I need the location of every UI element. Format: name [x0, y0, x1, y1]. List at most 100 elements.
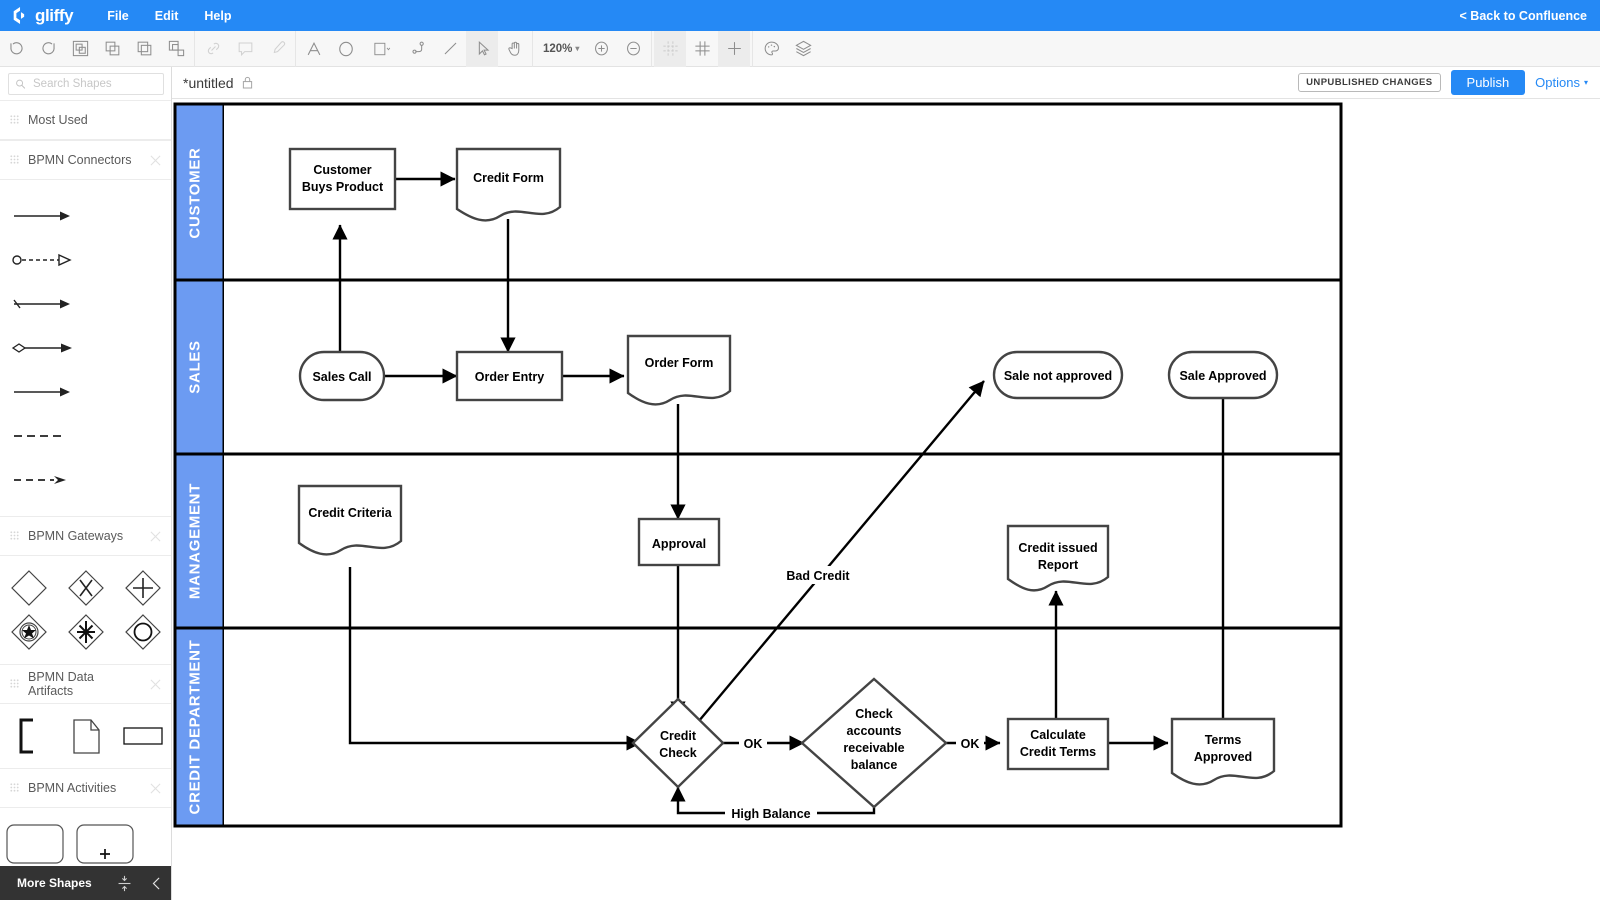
lane-header-management[interactable]: MANAGEMENT [176, 455, 223, 627]
main-menu: File Edit Help [107, 9, 231, 23]
options-dropdown[interactable]: Options ▾ [1535, 75, 1588, 90]
search-shapes-row [0, 67, 171, 100]
close-icon[interactable] [150, 155, 161, 166]
text-icon[interactable] [298, 31, 330, 67]
comment-icon[interactable] [229, 31, 261, 67]
section-header-bpmn-data-artifacts[interactable]: BPMN Data Artifacts [0, 664, 171, 704]
shape-gateway-parallel[interactable] [114, 566, 171, 610]
collapse-expand-icon[interactable] [108, 866, 140, 900]
shape-conditional-flow[interactable] [0, 326, 86, 370]
lane-header-customer[interactable]: CUSTOMER [176, 105, 223, 279]
node-calculate-credit-terms[interactable]: Calculate Credit Terms [1006, 717, 1110, 771]
shape-group-bracket[interactable] [0, 714, 57, 758]
show-grid-icon[interactable] [686, 31, 718, 67]
pointer-icon[interactable] [466, 30, 498, 67]
sidebar-collapse-icon[interactable] [140, 866, 171, 900]
node-check-accounts-receivable-balance[interactable]: Check accounts receivable balance [800, 677, 948, 809]
shape-gateway-inclusive[interactable] [114, 610, 171, 654]
shape-association-directed[interactable] [0, 370, 86, 414]
search-shapes-box[interactable] [8, 72, 164, 95]
search-input[interactable] [31, 76, 157, 91]
publish-button[interactable]: Publish [1450, 70, 1526, 95]
edge-bad-credit-to-sale-not-approved[interactable] [687, 380, 985, 735]
close-icon[interactable] [150, 531, 161, 542]
eyedropper-icon[interactable] [261, 31, 293, 67]
zoom-out-icon[interactable] [617, 31, 649, 67]
hand-icon[interactable] [498, 31, 530, 67]
node-label-calculate-credit-terms-line2: Credit Terms [1020, 745, 1096, 759]
section-header-bpmn-connectors[interactable]: BPMN Connectors [0, 140, 171, 180]
document-title[interactable]: *untitled [183, 74, 234, 91]
back-to-confluence-link[interactable]: < Back to Confluence [1459, 8, 1587, 23]
shape-default-flow[interactable] [0, 282, 86, 326]
bring-forward-icon[interactable] [128, 31, 160, 67]
layers-icon[interactable] [787, 31, 819, 67]
node-label-credit-criteria: Credit Criteria [308, 506, 392, 520]
more-shapes-bar[interactable]: More Shapes [0, 866, 171, 900]
redo-icon[interactable] [32, 31, 64, 67]
shape-association-arrow-dashed[interactable] [0, 458, 86, 502]
section-header-bpmn-activities[interactable]: BPMN Activities [0, 768, 171, 808]
lane-header-credit-department[interactable]: CREDIT DEPARTMENT [176, 629, 223, 825]
shape-gateway-complex[interactable] [57, 610, 114, 654]
zoom-level-dropdown[interactable]: 120% ▾ [535, 31, 585, 67]
node-label-check-ar-line1: Check [855, 707, 893, 721]
shape-gateway-event-based[interactable] [0, 610, 57, 654]
snap-grid-icon[interactable] [654, 30, 687, 67]
close-icon[interactable] [150, 783, 161, 794]
section-header-most-used[interactable]: Most Used [0, 100, 171, 140]
link-icon[interactable] [197, 31, 229, 67]
node-order-form[interactable]: Order Form [626, 334, 732, 406]
section-header-bpmn-gateways[interactable]: BPMN Gateways [0, 516, 171, 556]
node-label-customer-buys-product-line2: Buys Product [302, 180, 384, 194]
node-label-credit-form: Credit Form [473, 171, 544, 185]
node-credit-issued-report[interactable]: Credit issued Report [1006, 524, 1110, 592]
shape-association-dashed[interactable] [0, 414, 86, 458]
node-sale-approved[interactable]: Sale Approved [1167, 350, 1279, 400]
theme-icon[interactable] [755, 31, 787, 67]
node-sales-call[interactable]: Sales Call [298, 350, 386, 402]
gliffy-logo[interactable]: gliffy [0, 6, 74, 25]
node-label-terms-approved-line2: Approved [1194, 750, 1252, 764]
lane-header-sales[interactable]: SALES [176, 281, 223, 453]
menu-file[interactable]: File [107, 8, 129, 23]
editor-toolbar: 120% ▾ [0, 30, 1600, 67]
menu-edit[interactable]: Edit [154, 8, 179, 23]
node-terms-approved[interactable]: Terms Approved [1170, 717, 1276, 786]
menu-help[interactable]: Help [204, 8, 232, 23]
shape-gateway-exclusive-plain[interactable] [0, 566, 57, 610]
rectangle-icon[interactable] [362, 31, 402, 67]
shape-gateway-exclusive-x[interactable] [57, 566, 114, 610]
zoom-in-icon[interactable] [585, 31, 617, 67]
shape-task[interactable] [0, 818, 70, 870]
node-credit-form[interactable]: Credit Form [455, 147, 562, 222]
connector-icon[interactable] [402, 31, 434, 67]
copy-icon[interactable] [96, 31, 128, 67]
node-label-sales-call: Sales Call [312, 370, 371, 384]
node-label-sale-approved: Sale Approved [1179, 369, 1266, 383]
document-actions: UNPUBLISHED CHANGES Publish Options ▾ [1298, 70, 1600, 95]
diagram-canvas[interactable]: CUSTOMER SALES MANAGEMENT CREDIT DEPARTM… [172, 99, 1600, 900]
more-shapes-label: More Shapes [17, 876, 92, 890]
node-approval[interactable]: Approval [637, 517, 721, 567]
shape-collapsed-subprocess[interactable] [70, 818, 140, 870]
close-icon[interactable] [150, 679, 161, 690]
shape-sequence-flow[interactable] [0, 194, 86, 238]
line-icon[interactable] [434, 31, 466, 67]
edge-label-high-balance: High Balance [731, 807, 810, 821]
undo-icon[interactable] [0, 31, 32, 67]
shape-message-flow[interactable] [0, 238, 86, 282]
shape-data-object[interactable] [57, 714, 114, 758]
node-sale-not-approved[interactable]: Sale not approved [992, 350, 1124, 400]
shape-annotation-box[interactable] [114, 714, 171, 758]
ellipse-icon[interactable] [330, 31, 362, 67]
send-backward-icon[interactable] [160, 31, 192, 67]
node-credit-check[interactable]: Credit Check [631, 697, 725, 789]
drag-grip-icon [10, 154, 19, 164]
node-credit-criteria[interactable]: Credit Criteria [297, 484, 403, 556]
group-icon[interactable] [64, 31, 96, 67]
guides-icon[interactable] [718, 30, 751, 67]
edge-credit-criteria-to-credit-check[interactable] [348, 567, 642, 751]
node-order-entry[interactable]: Order Entry [455, 350, 564, 402]
node-customer-buys-product[interactable]: Customer Buys Product [288, 147, 397, 211]
